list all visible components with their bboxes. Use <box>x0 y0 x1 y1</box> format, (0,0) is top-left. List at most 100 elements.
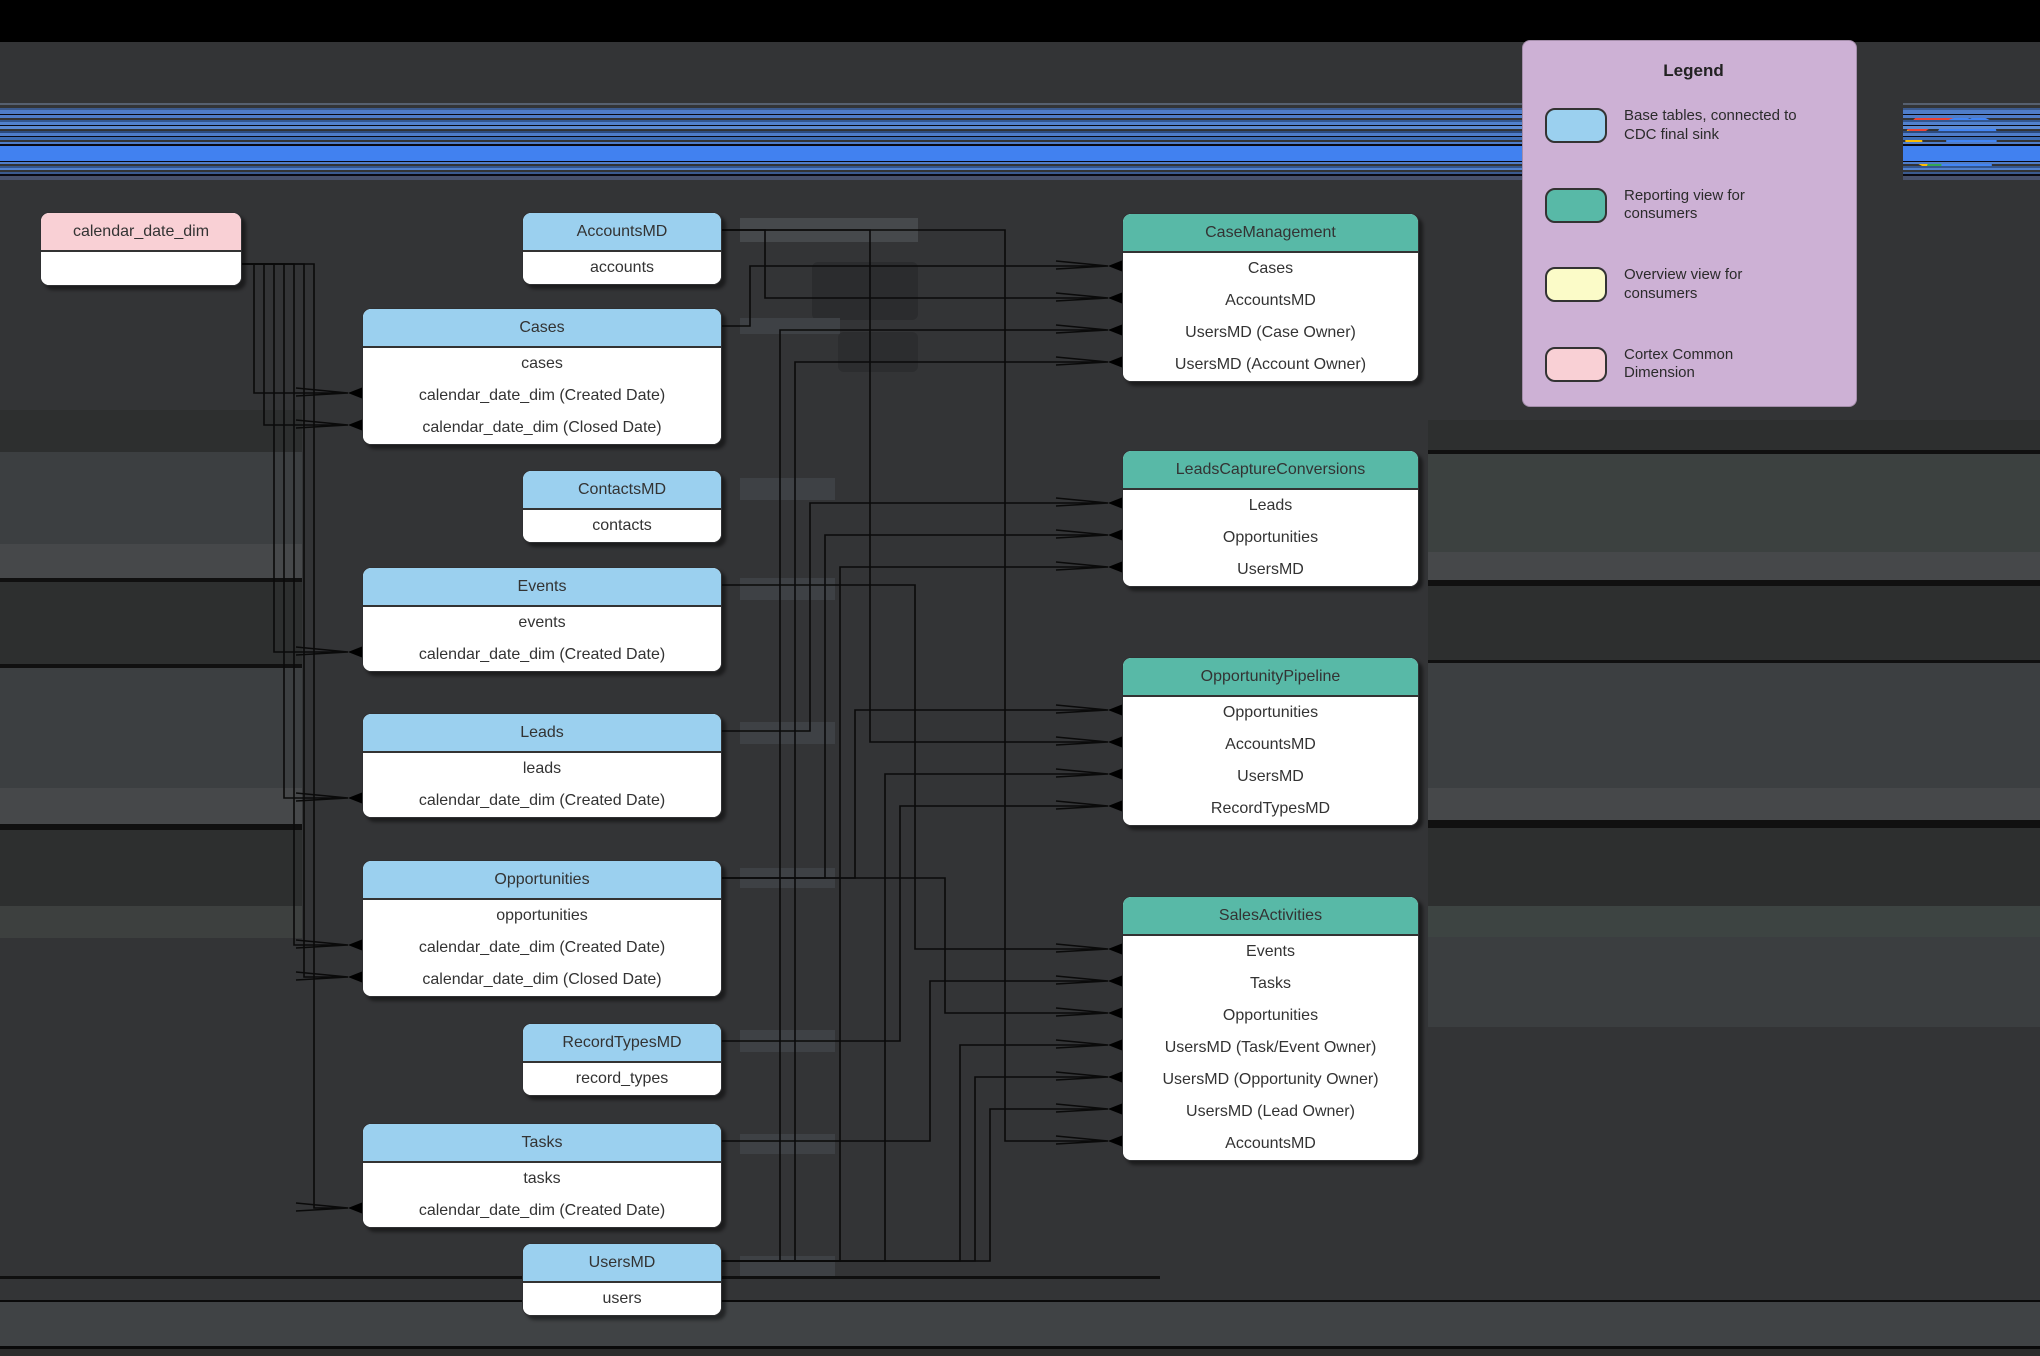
table-row: users <box>602 1290 642 1307</box>
table-AccountsMD: AccountsMD accounts <box>522 212 722 285</box>
table-row: UsersMD (Task/Event Owner) <box>1164 1039 1377 1056</box>
background-streak <box>0 1346 2040 1349</box>
table-row: record_types <box>575 1070 669 1087</box>
arrowhead-icon <box>1108 1007 1122 1019</box>
table-row: UsersMD <box>1237 768 1304 785</box>
connector-line <box>720 229 1109 1145</box>
connector-line <box>720 1039 1109 1262</box>
arrowhead-icon <box>1108 1135 1122 1147</box>
table-row: leads <box>522 760 562 777</box>
table-row: calendar_date_dim (Closed Date) <box>422 419 662 436</box>
table-row: UsersMD (Opportunity Owner) <box>1162 1071 1379 1088</box>
background-streak <box>1428 454 2040 552</box>
table-title: RecordTypesMD <box>523 1024 721 1063</box>
arrowhead-icon <box>1108 704 1122 716</box>
table-row: AccountsMD <box>1225 292 1316 309</box>
table-row: tasks <box>523 1170 561 1187</box>
table-calendar_date_dim: calendar_date_dim <box>40 212 242 286</box>
background-streak <box>0 830 302 906</box>
table-row: accounts <box>589 259 655 276</box>
background-streak <box>1428 420 2040 450</box>
background-streak <box>1428 820 2040 828</box>
connector-line <box>720 529 1109 879</box>
table-row: UsersMD (Case Owner) <box>1185 324 1356 341</box>
table-row: calendar_date_dim (Closed Date) <box>422 971 662 988</box>
legend-panel: Legend Base tables, connected to CDC fin… <box>1522 40 1857 407</box>
table-row: opportunities <box>496 907 588 924</box>
background-streak <box>0 1349 2040 1356</box>
background-streak <box>1428 450 2040 454</box>
connector-line <box>720 768 1109 1262</box>
background-streak <box>1428 552 2040 580</box>
arrowhead-icon <box>348 387 362 399</box>
legend-item-base-tables: Base tables, connected to CDC final sink <box>1545 107 1842 145</box>
background-streak <box>0 410 302 452</box>
legend-item-cortex-common-dimension: Cortex Common Dimension <box>1545 346 1842 384</box>
table-title: LeadsCaptureConversions <box>1123 451 1418 490</box>
connector-line <box>720 561 1109 1262</box>
table-RecordTypesMD: RecordTypesMD record_types <box>522 1023 722 1096</box>
arrowhead-icon <box>1108 736 1122 748</box>
background-streak <box>1428 906 2040 937</box>
table-row: RecordTypesMD <box>1210 800 1331 817</box>
connector-line <box>720 800 1109 1042</box>
table-UsersMD: UsersMD users <box>522 1243 722 1316</box>
background-streak <box>0 582 302 664</box>
stripe-band <box>0 103 1522 180</box>
connector-line <box>720 1071 1109 1262</box>
legend-item-reporting-view: Reporting view for consumers <box>1545 187 1842 225</box>
table-title: Events <box>363 568 721 607</box>
background-streak <box>0 824 302 830</box>
background-streak <box>740 1134 835 1154</box>
table-row: calendar_date_dim (Created Date) <box>418 387 666 404</box>
table-row: UsersMD (Lead Owner) <box>1186 1103 1355 1120</box>
background-streak <box>1428 828 2040 906</box>
background-streak <box>740 478 835 500</box>
connector-line <box>720 975 1109 1142</box>
legend-item-label: Base tables, connected to CDC final sink <box>1624 107 1797 143</box>
table-row: calendar_date_dim (Created Date) <box>418 939 666 956</box>
background-streak <box>1428 663 2040 788</box>
stripe-band <box>1903 103 2040 180</box>
table-title: Leads <box>363 714 721 753</box>
table-title: ContactsMD <box>523 471 721 510</box>
table-row: Opportunities <box>1222 704 1319 721</box>
arrowhead-icon <box>1108 324 1122 336</box>
arrowhead-icon <box>348 1202 362 1214</box>
legend-item-label: Overview view for consumers <box>1624 266 1743 302</box>
table-row: contacts <box>592 517 652 534</box>
background-streak <box>1428 788 2040 820</box>
connector-line <box>720 356 1109 1262</box>
arrowhead-icon <box>348 792 362 804</box>
table-title: OpportunityPipeline <box>1123 658 1418 697</box>
table-title: UsersMD <box>523 1244 721 1283</box>
arrowhead-icon <box>1108 260 1122 272</box>
table-title: calendar_date_dim <box>41 213 241 252</box>
arrowhead-icon <box>1108 529 1122 541</box>
table-row: UsersMD <box>1237 561 1304 578</box>
table-title: Cases <box>363 309 721 348</box>
connector-line <box>720 584 1109 953</box>
table-Leads: Leads leads calendar_date_dim (Created Dat… <box>362 713 722 818</box>
table-ContactsMD: ContactsMD contacts <box>522 470 722 543</box>
arrowhead-icon <box>1108 943 1122 955</box>
table-row: calendar_date_dim (Created Date) <box>418 792 666 809</box>
table-row: Leads <box>1248 497 1293 514</box>
base-tables-swatch <box>1545 108 1607 144</box>
arrowhead-icon <box>1108 1071 1122 1083</box>
background-streak <box>740 722 835 744</box>
table-row: Opportunities <box>1222 529 1319 546</box>
table-row: AccountsMD <box>1225 736 1316 753</box>
arrowhead-icon <box>1108 975 1122 987</box>
table-title: AccountsMD <box>523 213 721 252</box>
arrowhead-icon <box>348 939 362 951</box>
legend-item-label: Cortex Common Dimension <box>1624 345 1734 382</box>
legend-item-overview-view: Overview view for consumers <box>1545 266 1842 304</box>
overview-view-swatch <box>1545 267 1607 303</box>
arrowhead-icon <box>348 971 362 983</box>
table-row: Cases <box>1247 260 1294 277</box>
